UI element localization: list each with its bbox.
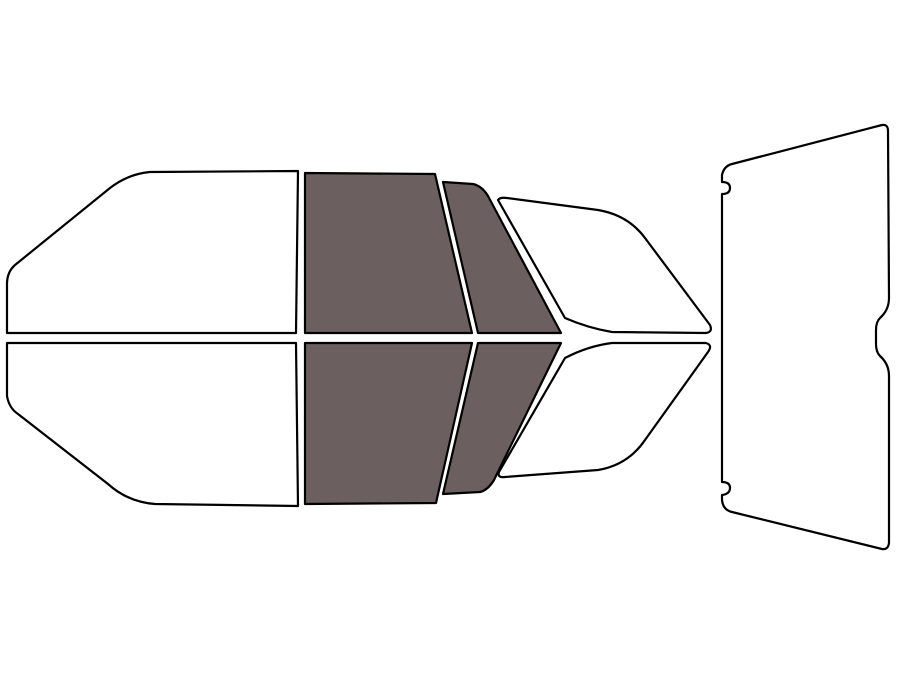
front-door-lower-pane[interactable] — [303, 341, 474, 506]
quarter-lower-pane[interactable] — [497, 341, 712, 479]
back-glass-pane[interactable] — [720, 123, 891, 551]
rear-door-upper-pane[interactable] — [441, 180, 563, 335]
windshield-upper-pane[interactable] — [5, 169, 300, 335]
quarter-upper-pane[interactable] — [496, 196, 712, 335]
windshield-lower-pane[interactable] — [5, 341, 300, 508]
rear-door-lower-pane[interactable] — [441, 341, 563, 496]
front-door-upper-pane[interactable] — [303, 171, 474, 335]
